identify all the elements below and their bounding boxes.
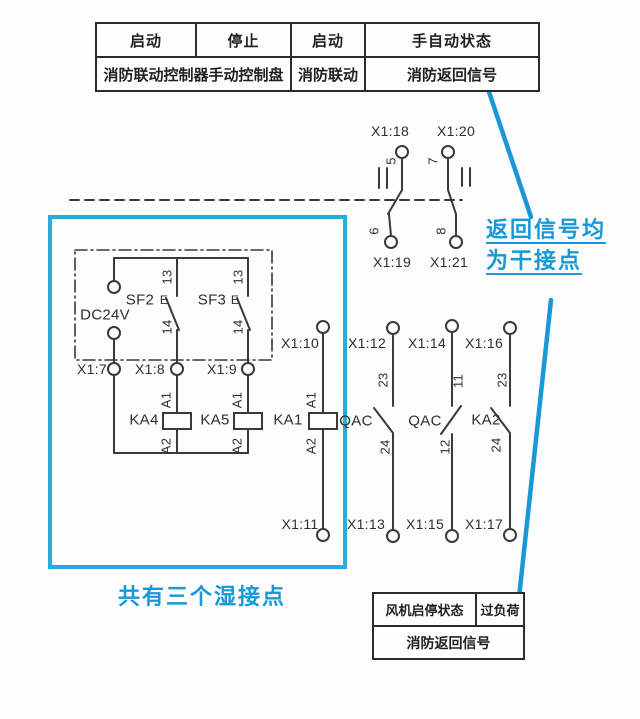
note-dry-contacts-line1: 返回信号均 [486, 217, 607, 242]
terminal-label-x1-12: X1:12 [347, 335, 387, 351]
terminal-circle-x1-13 [386, 529, 400, 543]
terminal-circle-x1-14 [445, 319, 459, 333]
pin-label-6: 6 [366, 227, 382, 235]
terminal-circle-x1-10 [316, 320, 330, 334]
contact-5-6 [378, 145, 409, 249]
component-label-qac-2: QAC [408, 412, 442, 430]
terminal-label-x1-18: X1:18 [370, 123, 410, 139]
cell-fire-linkage-panel: 消防联动控制器手动控制盘 [103, 66, 284, 84]
cell-stop: 停止 [195, 24, 290, 56]
pin-label-sf2-13: 13 [159, 269, 175, 285]
terminal-circle-x1-15 [445, 529, 459, 543]
component-label-sf2: SF2 [125, 291, 155, 309]
ka5-coil [233, 412, 263, 430]
terminal-label-x1-7: X1:7 [77, 361, 107, 377]
top-signal-table: 启动 停止 启动 手自动状态 消防联动控制器手动控制盘 消防联动 消防返回信号 [95, 22, 540, 92]
cell-manual-auto-status: 手自动状态 [364, 24, 538, 56]
leader-line-top [484, 83, 534, 220]
terminal-label-x1-21: X1:21 [429, 254, 469, 270]
terminal-label-x1-16: X1:16 [464, 335, 504, 351]
terminal-label-x1-8: X1:8 [135, 361, 165, 377]
terminal-circle-x1-7 [107, 362, 121, 376]
pin-label-qac1-24: 24 [377, 439, 393, 455]
sf3-ka5-branch [233, 257, 263, 454]
component-label-ka4: KA4 [129, 411, 159, 429]
component-label-sf3: SF3 [197, 291, 227, 309]
terminal-label-x1-14: X1:14 [407, 335, 447, 351]
pin-label-sf3-14: 14 [230, 319, 246, 335]
contact-7-8 [441, 145, 471, 249]
terminal-label-x1-20: X1:20 [436, 123, 476, 139]
cell-start-2: 启动 [290, 24, 364, 56]
qac-contact-23-24 [373, 321, 400, 543]
sf2-ka4-branch [162, 257, 192, 454]
cell-fire-linkage: 消防联动 [290, 58, 364, 90]
terminal-circle-x1-9 [241, 362, 255, 376]
table-row: 风机启停状态 过负荷 [374, 594, 523, 625]
note-dry-contacts: 返回信号均 为干接点 [486, 214, 606, 276]
terminal-label-x1-17: X1:17 [464, 516, 504, 532]
terminal-label-x1-15: X1:15 [405, 516, 445, 532]
cell-overload: 过负荷 [475, 594, 523, 625]
terminal-label-x1-19: X1:19 [372, 254, 412, 270]
pin-label-ka2-24: 24 [488, 437, 504, 453]
component-label-qac-1: QAC [339, 412, 373, 430]
leader-line-bottom [511, 297, 554, 647]
pin-label-ka5-a1: A1 [229, 391, 245, 409]
note-wet-contacts: 共有三个湿接点 [118, 584, 287, 609]
terminal-circle-x1-8 [170, 362, 184, 376]
pin-label-ka4-a2: A2 [158, 437, 174, 455]
pin-label-ka5-a2: A2 [229, 437, 245, 455]
terminal-circle-x1-20 [441, 145, 455, 159]
bottom-status-table: 风机启停状态 过负荷 消防返回信号 [372, 592, 525, 660]
pin-label-sf3-13: 13 [230, 269, 246, 285]
terminal-circle-x1-17 [503, 528, 517, 542]
pin-label-ka1-a2: A2 [303, 437, 319, 455]
component-label-dc24v: DC24V [80, 306, 130, 324]
table-row: 启动 停止 启动 手自动状态 [97, 24, 538, 56]
pin-label-sf2-14: 14 [159, 319, 175, 335]
pin-label-8: 8 [433, 227, 449, 235]
pin-label-ka1-a1: A1 [303, 391, 319, 409]
cell-fire-return-signal-bottom: 消防返回信号 [406, 634, 491, 651]
terminal-circle-x1-16 [503, 321, 517, 335]
panel-boundary-box [74, 249, 273, 361]
pin-label-ka4-a1: A1 [158, 391, 174, 409]
component-label-ka1: KA1 [273, 411, 303, 429]
terminal-circle-x1-21 [449, 235, 463, 249]
pin-label-qac2-12: 12 [437, 439, 453, 455]
terminal-circle-x1-18 [395, 145, 409, 159]
cell-fire-return-signal: 消防返回信号 [364, 58, 538, 90]
cell-start-1: 启动 [129, 32, 162, 50]
terminal-circle-x1-12 [386, 321, 400, 335]
terminal-label-x1-13: X1:13 [346, 516, 386, 532]
terminal-circle-x1-19 [384, 235, 398, 249]
component-label-ka2: KA2 [471, 411, 501, 429]
table-row: 消防返回信号 [374, 625, 523, 658]
pin-label-qac1-23: 23 [375, 372, 391, 388]
pin-label-7: 7 [425, 157, 441, 165]
pin-label-ka2-23: 23 [494, 372, 510, 388]
sf2-actuator-icon: E [159, 293, 169, 307]
terminal-label-x1-9: X1:9 [207, 361, 237, 377]
ka1-coil [308, 412, 338, 430]
table-row: 消防联动控制器手动控制盘 消防联动 消防返回信号 [97, 56, 538, 90]
cell-fan-status: 风机启停状态 [385, 603, 464, 618]
ka4-coil [162, 412, 192, 430]
pin-label-qac2-11: 11 [450, 373, 466, 389]
qac-contact-11-12 [440, 319, 462, 543]
ka2-contact-23-24 [490, 321, 517, 542]
component-label-ka5: KA5 [200, 411, 230, 429]
terminal-label-x1-11: X1:11 [281, 516, 319, 532]
terminal-circle-x1-11 [316, 528, 330, 542]
pin-label-5: 5 [383, 157, 399, 165]
wet-contact-highlight-box [48, 215, 347, 569]
dc24v-branch [107, 257, 249, 454]
note-dry-contacts-line2: 为干接点 [486, 248, 583, 273]
terminal-label-x1-10: X1:10 [280, 335, 320, 351]
ka1-branch [308, 320, 338, 542]
sf3-actuator-icon: E [230, 293, 240, 307]
